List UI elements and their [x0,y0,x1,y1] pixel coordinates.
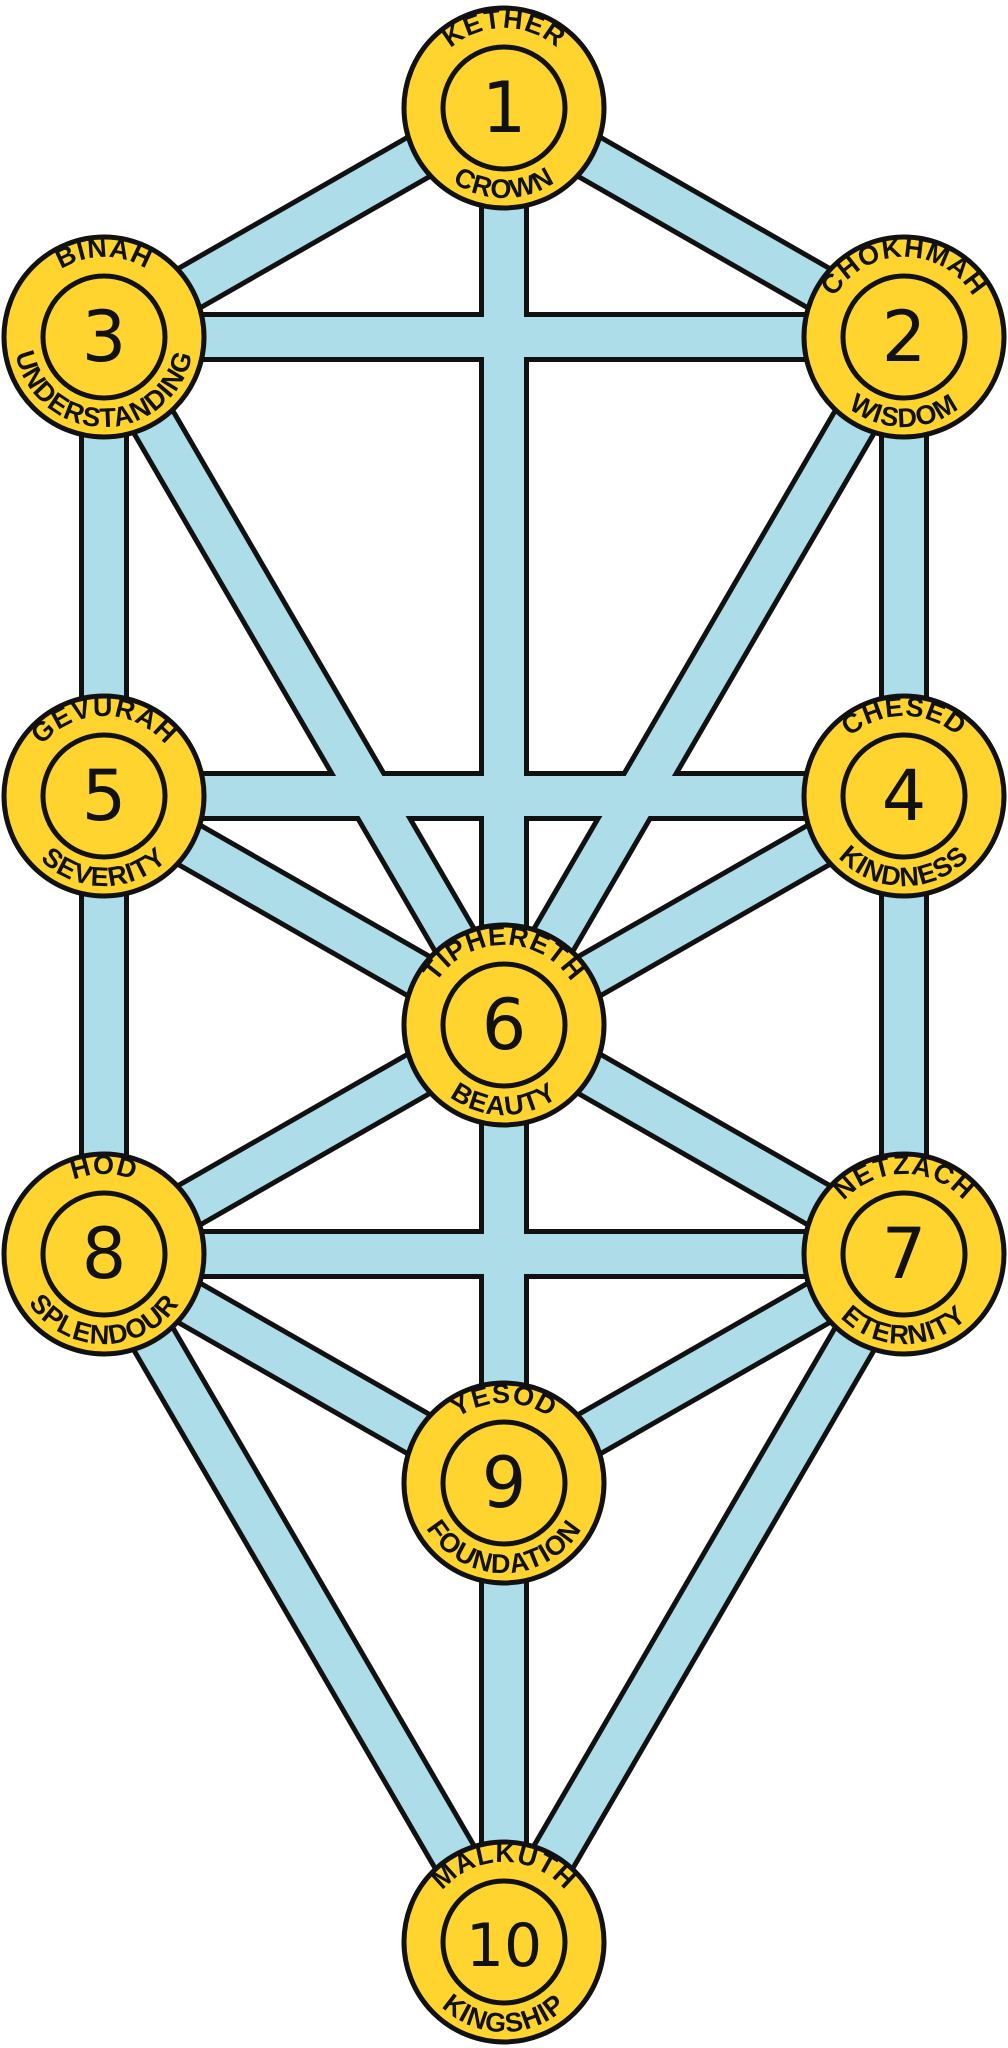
sephirah-number-hod: 8 [82,1213,127,1295]
sephirah-number-chesed: 4 [882,755,927,837]
sephirah-number-yesod: 9 [482,1442,527,1524]
sphere-inner-chokhmah [840,273,968,401]
sphere-inner-hod [40,1190,168,1318]
sephirah-number-gevurah: 5 [82,755,127,837]
path-hod-malkuth [86,1243,522,1953]
sphere-inner-chesed [840,732,968,860]
sphere-inner-malkuth [440,1878,568,2006]
sephirah-number-netzach: 7 [882,1213,927,1295]
sephirah-number-binah: 3 [82,296,127,378]
sphere-inner-gevurah [40,732,168,860]
sphere-inner-binah [40,273,168,401]
sphere-inner-yesod [440,1419,568,1547]
sphere-inner-netzach [840,1190,968,1318]
sephirah-number-chokhmah: 2 [882,296,927,378]
sephirah-number-kether: 1 [482,67,527,149]
path-binah-tiphereth [86,326,522,1036]
sphere-inner-tiphereth [440,961,568,1089]
sephirah-name-hod: HOD [67,1150,141,1185]
path-chokhmah-tiphereth [486,326,922,1036]
sphere-inner-kether [440,44,568,172]
sephirah-number-malkuth: 10 [466,1911,542,1981]
path-netzach-malkuth [486,1243,922,1953]
sephirah-number-tiphereth: 6 [482,984,527,1066]
